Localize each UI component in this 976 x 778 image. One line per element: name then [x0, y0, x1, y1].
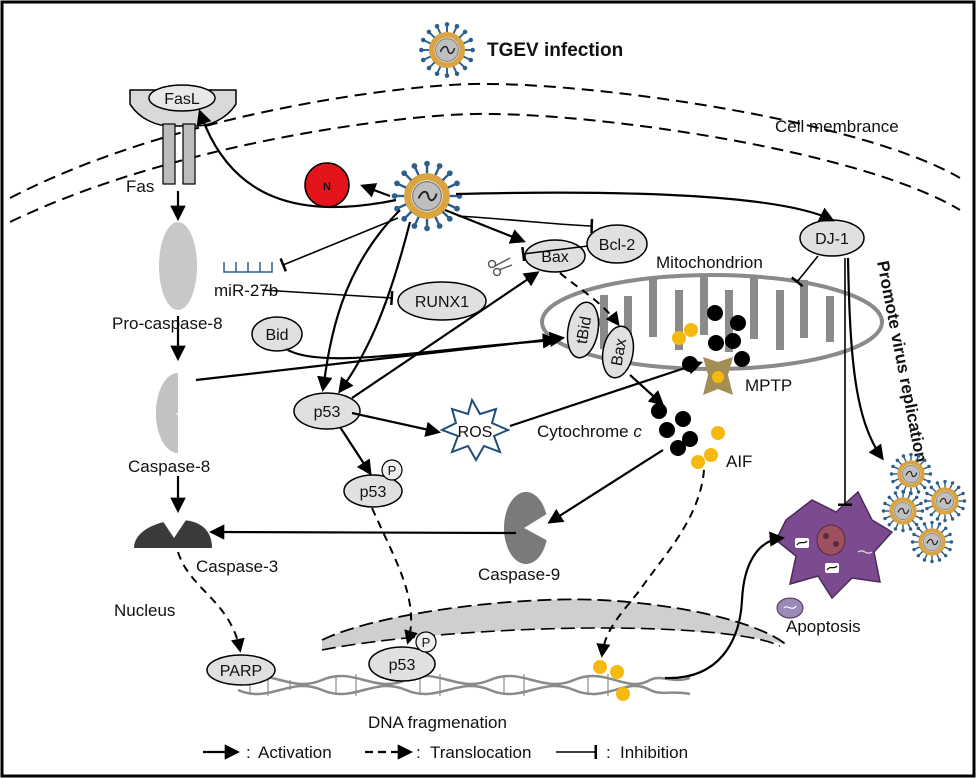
nuclear-envelope [321, 598, 789, 651]
fas-label: Fas [126, 177, 154, 196]
caspase9-shape [504, 492, 526, 564]
bax-mito-label: Bax [609, 337, 631, 367]
aif-dots [691, 426, 725, 469]
title: TGEV infection [487, 40, 623, 61]
p53-nuclear-label: p53 [389, 657, 416, 674]
cytochrome-text: Cytochrome [537, 422, 633, 441]
cytochrome-c-dots [651, 403, 698, 456]
scissors-icon [487, 257, 513, 277]
legend-sep-3: : [606, 743, 611, 762]
legend-translocation-label: Translocation [430, 743, 531, 762]
ros-starburst [439, 397, 511, 463]
legend-sep-1: : [246, 743, 251, 762]
parp-label: PARP [220, 663, 262, 680]
p53-nuclear-node [368, 646, 436, 682]
mir27b-label: miR-27b [214, 281, 278, 300]
phospho-label: P [388, 463, 397, 478]
nuclear-aif-dots [593, 660, 630, 701]
apoptotic-cell [775, 490, 894, 619]
caspase9-label: Caspase-9 [478, 565, 560, 584]
tbid-node: tBid [566, 301, 600, 359]
nucleus-label: Nucleus [114, 601, 175, 620]
pro-caspase8-label: Pro-caspase-8 [112, 314, 223, 333]
apoptosis-label: Apoptosis [786, 617, 861, 636]
phospho-nuclear-label: P [422, 635, 431, 650]
p53-phospho-node [343, 474, 403, 508]
bax-mito-node: Bax [601, 325, 635, 379]
bid-node [251, 316, 303, 352]
legend-inhibition-label: Inhibition [620, 743, 688, 762]
bid-label: Bid [265, 327, 288, 344]
bcl2-node [586, 224, 648, 264]
activation-arrows [170, 109, 884, 680]
fasl-label: FasL [164, 91, 200, 108]
bax-label: Bax [541, 249, 569, 266]
tgev-virus-icon [392, 161, 463, 232]
cell-membrane [9, 82, 961, 223]
phospho-badge [381, 459, 403, 481]
p53-node [293, 392, 361, 430]
dna-fragmentation-label: DNA fragmenation [368, 713, 507, 732]
mito-aif-dots [672, 323, 698, 345]
bcl2-label: Bcl-2 [599, 237, 636, 254]
ros-label: ROS [458, 424, 493, 441]
dj1-label: DJ-1 [815, 231, 849, 248]
cytochrome-label: Cytochrome c [537, 422, 642, 441]
runx1-label: RUNX1 [415, 294, 469, 311]
legend: : Activation : Translocation : Inhibitio… [203, 743, 688, 762]
tgev-title-virus-icon [419, 22, 475, 78]
cytochrome-c-text: c [633, 422, 642, 441]
p53-label: p53 [314, 404, 341, 421]
legend-activation-label: Activation [258, 743, 332, 762]
cell-membrane-label: Cell membrance [775, 117, 899, 136]
mptp-label: MPTP [745, 376, 792, 395]
aif-label: AIF [726, 452, 752, 471]
mir27b-icon [223, 262, 273, 273]
dna-rungs [249, 674, 609, 696]
legend-sep-2: : [416, 743, 421, 762]
mitochondrion-label: Mitochondrion [656, 253, 763, 272]
caspase8-label: Caspase-8 [128, 457, 210, 476]
tbid-label: tBid [574, 315, 596, 345]
inhibition-lines [261, 215, 852, 506]
pro-caspase8-shape [159, 222, 197, 310]
n-protein-label: N [323, 181, 331, 193]
caspase3-label: Caspase-3 [196, 557, 278, 576]
parp-node [206, 654, 276, 686]
runx1-node [397, 281, 487, 321]
translocation-arrows [177, 272, 705, 658]
p53-phospho-label: p53 [360, 484, 387, 501]
